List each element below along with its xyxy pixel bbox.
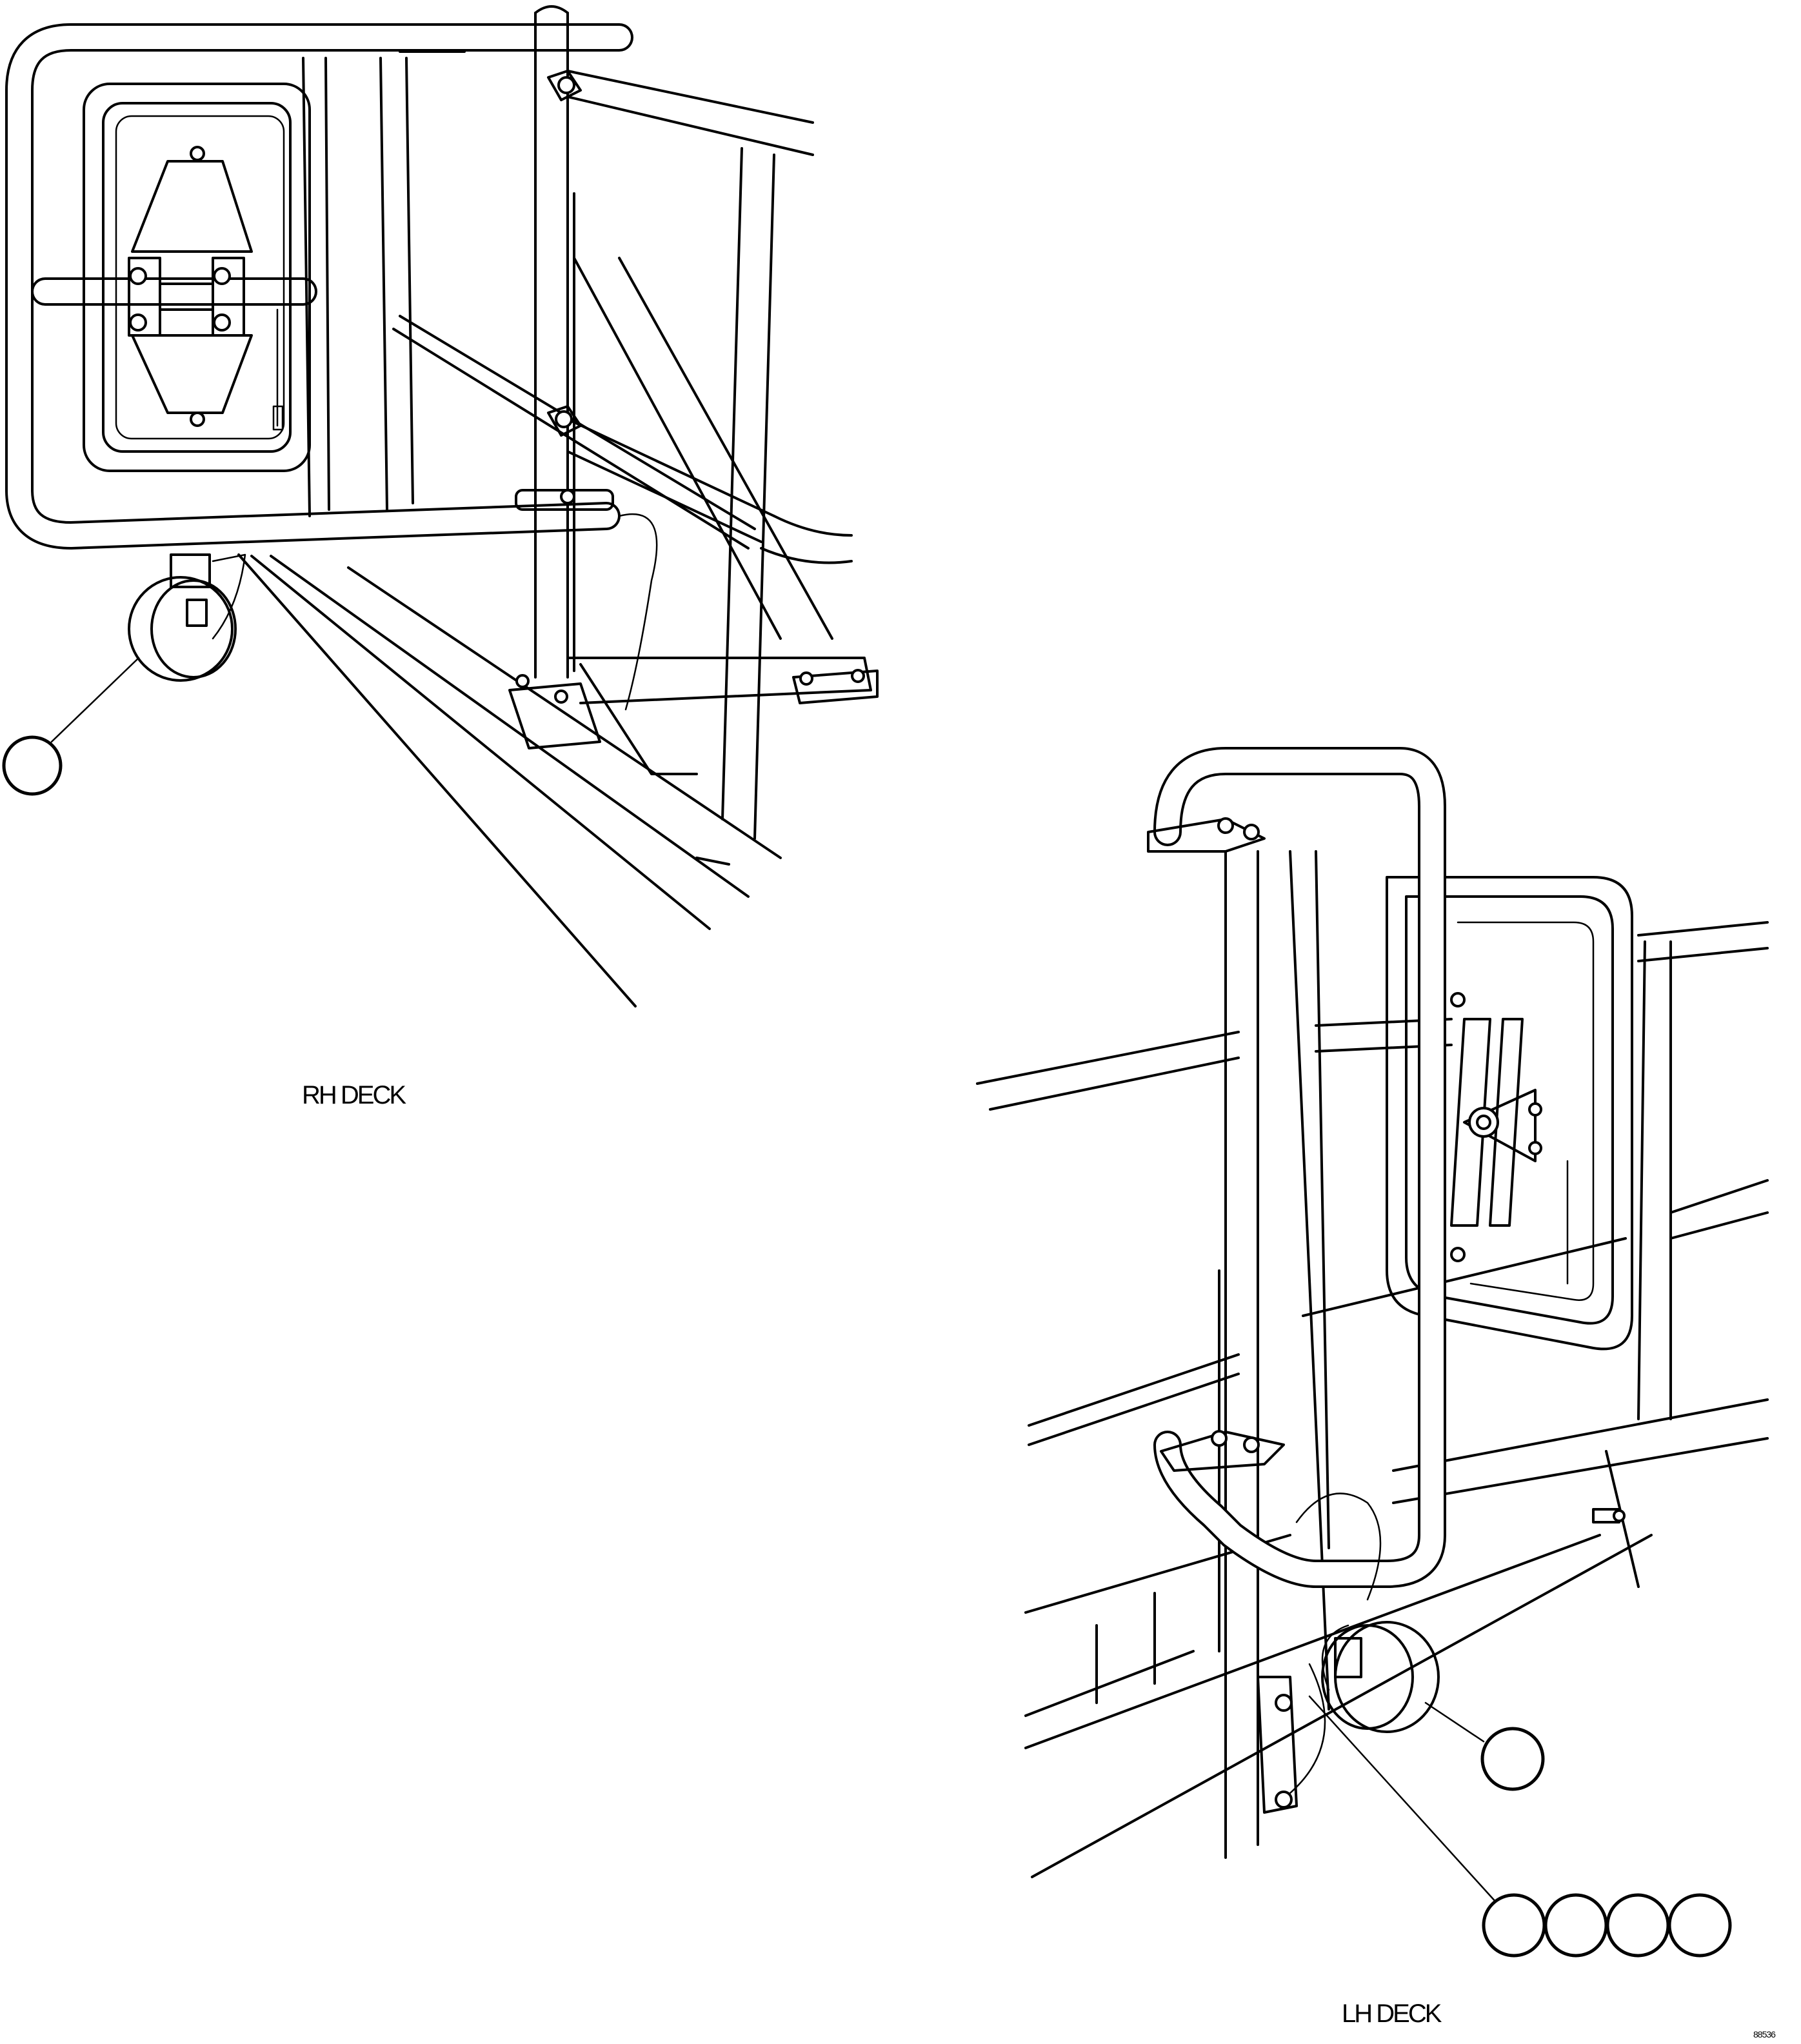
lh-lamp [1295, 1493, 1440, 1733]
rh-posts [302, 5, 775, 840]
rh-base-plate [508, 657, 879, 866]
rh-mirror-panel [83, 83, 311, 472]
lh-lower-bracket [1257, 1508, 1626, 1814]
lh-callout-balloon-1 [1482, 1893, 1546, 1958]
lh-callout-lamp [1424, 1702, 1545, 1791]
lh-callout-balloon-4 [1667, 1893, 1732, 1958]
rh-callout-balloon [2, 735, 63, 796]
rh-lamp [128, 553, 246, 682]
rh-deck-edge [237, 553, 782, 1007]
lh-back-rails [976, 921, 1769, 1446]
rh-deck-view [2, 5, 879, 1007]
lh-grab-handle [1153, 747, 1446, 1588]
figure-id: 88536 [1753, 2029, 1776, 2039]
lh-deck-view [976, 747, 1769, 1958]
rh-deck-caption: RH DECK [302, 1081, 406, 1109]
rh-callout [2, 657, 140, 796]
lh-callout-balloon-3 [1606, 1893, 1670, 1958]
lh-callout-group [1308, 1695, 1732, 1958]
rh-handrails [392, 50, 853, 640]
lh-callout-balloon-lamp [1480, 1727, 1545, 1791]
lh-callout-balloon-2 [1544, 1893, 1608, 1958]
rh-lamp-cable [618, 513, 658, 711]
lh-handle-brackets [1147, 817, 1285, 1472]
rh-post-clamps [515, 70, 614, 511]
rh-guard-rail [5, 23, 633, 550]
lh-deck-caption: LH DECK [1342, 1999, 1442, 2028]
lh-mirror-panel [1386, 876, 1633, 1351]
